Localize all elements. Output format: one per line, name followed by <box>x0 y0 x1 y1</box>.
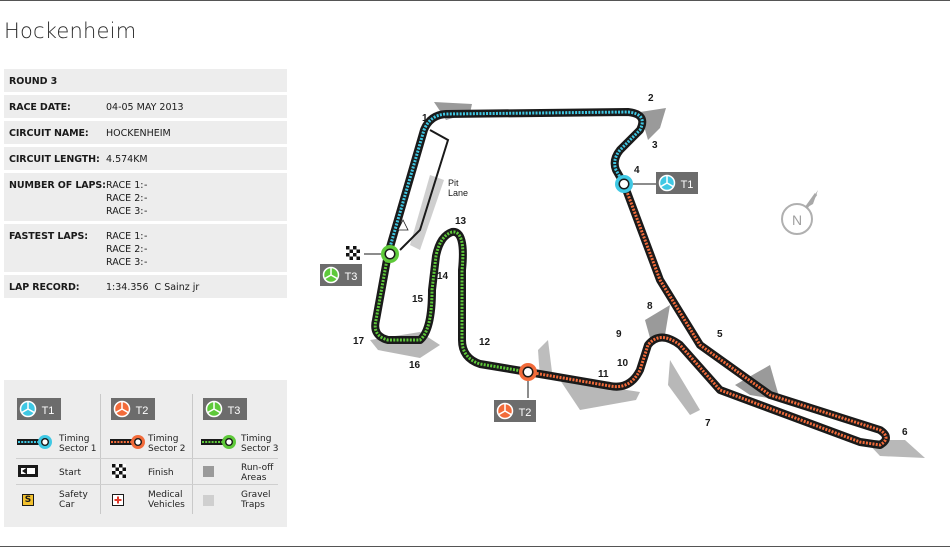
info-row-fastest-laps: FASTEST LAPS: RACE 1:- RACE 2:- RACE 3:- <box>4 224 287 272</box>
fastest-race-2: RACE 2:- <box>106 244 148 255</box>
circuit-map: T1 T2 T3 Pit Lane N 1 2 3 4 5 6 7 8 9 10… <box>320 93 925 458</box>
turn-label: 14 <box>437 271 449 282</box>
laps-race-2: RACE 2:- <box>106 193 148 204</box>
pit-lane-label-line2: Lane <box>448 188 468 198</box>
circuit-name-label: CIRCUIT NAME: <box>9 128 89 139</box>
circuit-info-table: ROUND 3 RACE DATE: 04-05 MAY 2013 CIRCUI… <box>4 69 287 301</box>
laps-values: RACE 1:- RACE 2:- RACE 3:- <box>106 179 287 218</box>
timing-point-t3 <box>364 245 399 263</box>
race-date-value: 04-05 MAY 2013 <box>106 102 184 113</box>
legend-divider <box>192 394 193 514</box>
info-row-laps: NUMBER OF LAPS: RACE 1:- RACE 2:- RACE 3… <box>4 173 287 221</box>
turn-label: 2 <box>648 93 654 104</box>
race-date-label: RACE DATE: <box>9 102 71 113</box>
turn-label: 10 <box>617 358 629 369</box>
start-arrow-icon <box>18 465 38 477</box>
circuit-name-value: HOCKENHEIM <box>106 128 171 139</box>
start-arrow-icon <box>397 219 409 231</box>
laps-label: NUMBER OF LAPS: <box>9 180 106 191</box>
circuit-length-label: CIRCUIT LENGTH: <box>9 154 100 165</box>
legend-divider <box>100 394 101 514</box>
turn-label: 13 <box>455 216 467 227</box>
turn-label: 7 <box>705 418 711 429</box>
laps-race-1: RACE 1:- <box>106 180 148 191</box>
finish-flag-icon <box>346 246 360 260</box>
turn-label: 17 <box>353 336 365 347</box>
pit-lane-label-line1: Pit <box>448 178 459 188</box>
lap-record-holder: C Sainz jr <box>154 282 200 293</box>
info-row-lap-record: LAP RECORD: 1:34.356 C Sainz jr <box>4 275 287 298</box>
info-row-round: ROUND 3 <box>4 69 287 92</box>
map-badge-t2-icon: T2 <box>494 400 536 422</box>
sector-2-track <box>524 180 890 449</box>
legend-divider <box>16 484 278 485</box>
round-label: ROUND 3 <box>9 76 58 87</box>
svg-text:T1: T1 <box>681 179 694 191</box>
fastest-laps-values: RACE 1:- RACE 2:- RACE 3:- <box>106 230 287 269</box>
legend-divider <box>16 458 278 459</box>
turn-label: 6 <box>902 427 908 438</box>
timing-point-t1 <box>615 175 656 193</box>
laps-race-3: RACE 3:- <box>106 206 148 217</box>
top-rule <box>0 0 950 1</box>
lap-record-label: LAP RECORD: <box>9 282 80 293</box>
t1-badge-icon: T1 <box>17 398 61 420</box>
svg-text:T2: T2 <box>136 405 149 417</box>
sector-3-track <box>371 228 532 376</box>
svg-text:T3: T3 <box>228 405 241 417</box>
info-row-race-date: RACE DATE: 04-05 MAY 2013 <box>4 95 287 118</box>
gravel-swatch-icon <box>203 495 214 506</box>
safety-car-icon: S <box>22 494 34 506</box>
turn-label: 5 <box>717 329 723 340</box>
map-badge-t3-icon: T3 <box>320 264 362 286</box>
svg-text:N: N <box>792 212 802 228</box>
start-label: Start <box>59 468 81 478</box>
sector-1-track <box>384 108 647 258</box>
turn-label: 11 <box>598 369 609 380</box>
sector1-marker-icon <box>17 435 52 449</box>
sector3-marker-icon <box>201 435 236 449</box>
t3-badge-icon: T3 <box>203 398 247 420</box>
info-row-circuit-length: CIRCUIT LENGTH: 4.574KM <box>4 147 287 170</box>
fastest-laps-label: FASTEST LAPS: <box>9 231 88 242</box>
page-title: Hockenheim <box>4 19 137 43</box>
turn-label: 12 <box>479 337 491 348</box>
svg-text:T2: T2 <box>519 407 532 419</box>
turn-label: 9 <box>616 329 622 340</box>
turn-label: 3 <box>652 140 658 151</box>
lap-record-time: 1:34.356 <box>106 282 149 293</box>
turn-label: 8 <box>647 301 653 312</box>
map-badge-t1-icon: T1 <box>656 172 698 194</box>
turn-label: 15 <box>412 294 424 305</box>
t2-badge-icon: T2 <box>111 398 155 420</box>
pit-lane <box>399 129 450 251</box>
finish-flag-icon <box>112 464 126 478</box>
fastest-race-1: RACE 1:- <box>106 231 148 242</box>
compass-north-icon: N <box>781 190 818 235</box>
svg-text:T3: T3 <box>345 271 358 283</box>
turn-label: 1 <box>422 113 428 124</box>
bottom-rule <box>0 546 950 547</box>
medical-vehicle-icon <box>112 494 124 506</box>
runoff-areas <box>370 102 925 458</box>
lap-record-value: 1:34.356 C Sainz jr <box>106 282 287 293</box>
circuit-length-value: 4.574KM <box>106 154 148 165</box>
turn-label: 16 <box>409 360 421 371</box>
fastest-race-3: RACE 3:- <box>106 257 148 268</box>
turn-label: 4 <box>634 165 640 176</box>
finish-label: Finish <box>148 468 174 478</box>
runoff-swatch-icon <box>203 466 214 477</box>
info-row-circuit-name: CIRCUIT NAME: HOCKENHEIM <box>4 121 287 144</box>
sector2-marker-icon <box>110 435 145 449</box>
timing-point-t2 <box>519 363 537 398</box>
svg-text:T1: T1 <box>42 405 55 417</box>
